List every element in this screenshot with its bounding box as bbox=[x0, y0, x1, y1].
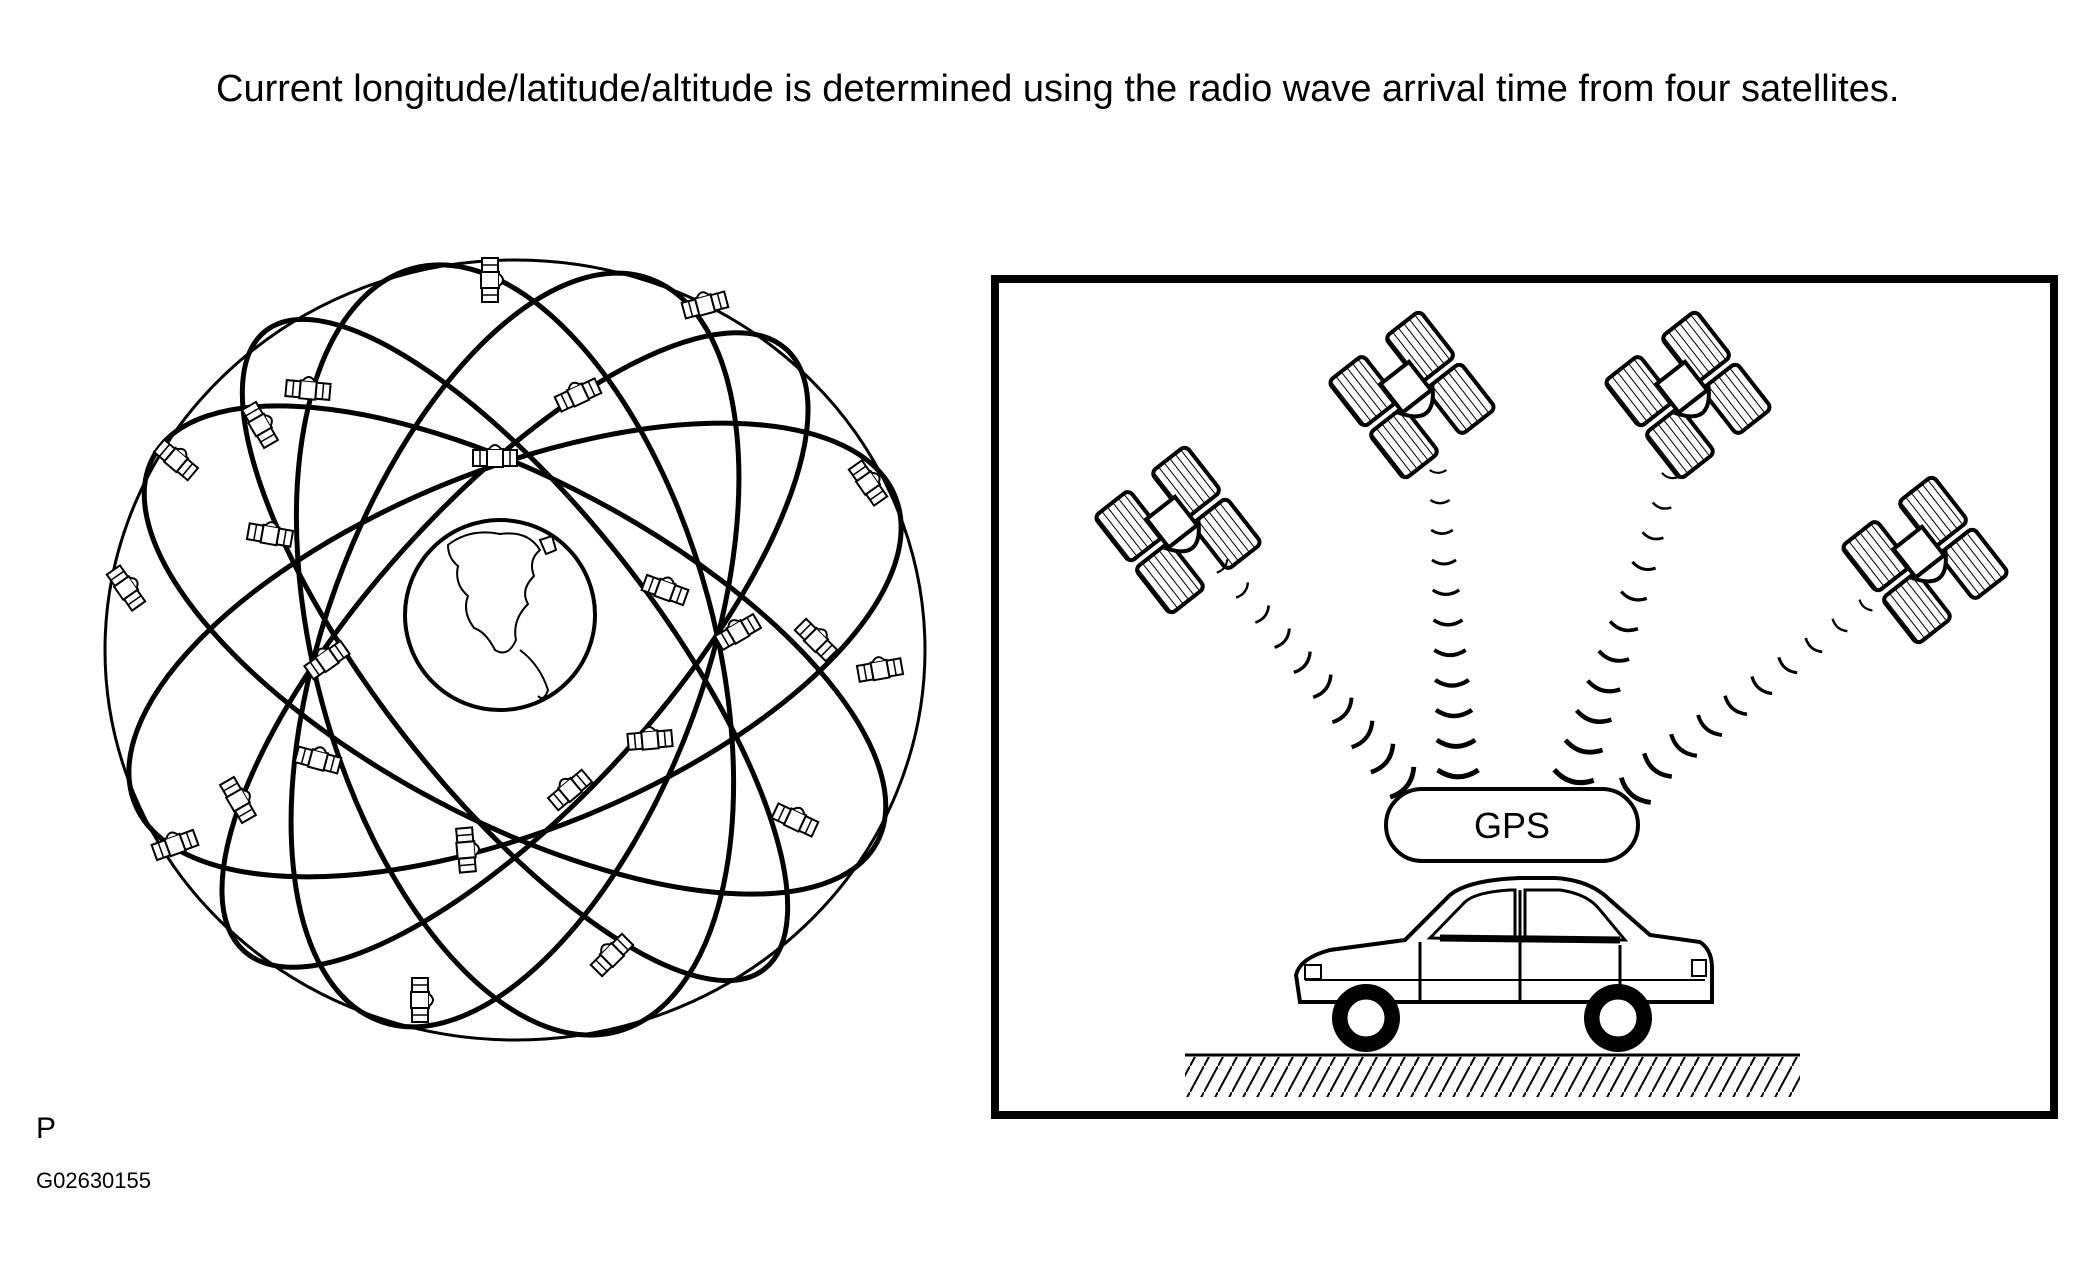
constellation-globe bbox=[103, 257, 927, 1042]
gps-panel: GPS bbox=[991, 275, 2058, 1119]
earth-icon bbox=[403, 518, 597, 712]
ground-hatch-icon bbox=[1185, 1053, 1800, 1097]
corner-letter: P bbox=[36, 1112, 57, 1145]
figure-code: G02630155 bbox=[36, 1168, 151, 1193]
gps-label: GPS bbox=[1474, 805, 1550, 846]
caption: Current longitude/latitude/altitude is d… bbox=[216, 68, 1900, 110]
gps-receiver-icon: GPS bbox=[1384, 787, 1640, 863]
car-icon bbox=[1293, 876, 1714, 1052]
